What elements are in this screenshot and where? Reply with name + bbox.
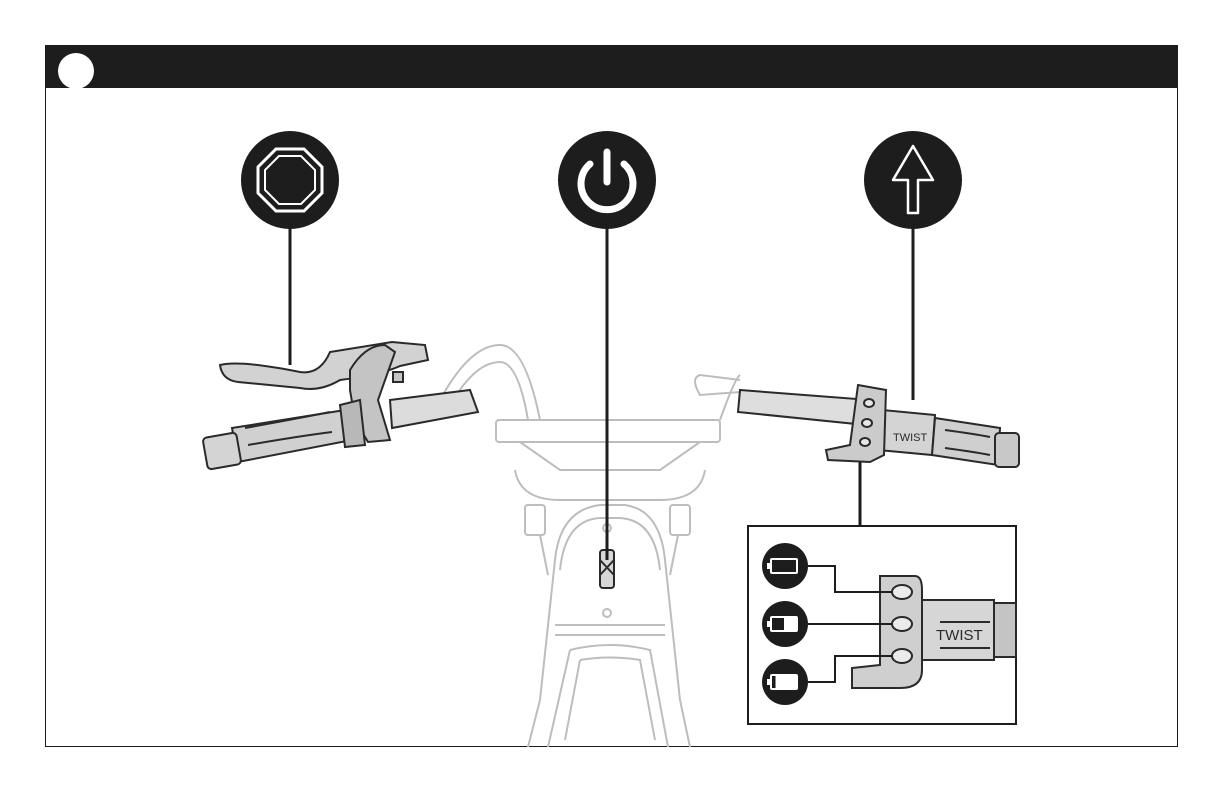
battery-low-icon	[762, 659, 808, 705]
callout-lines	[290, 225, 913, 560]
up-arrow-icon	[864, 131, 962, 229]
battery-full-icon	[762, 543, 808, 589]
left-grip	[202, 390, 478, 470]
stop-octagon-icon	[241, 131, 339, 229]
inset-twist-label: TWIST	[936, 627, 983, 644]
power-icon	[558, 131, 656, 229]
grip-twist-label: TWIST	[893, 432, 927, 444]
battery-icons	[762, 543, 808, 705]
battery-half-icon	[762, 601, 808, 647]
